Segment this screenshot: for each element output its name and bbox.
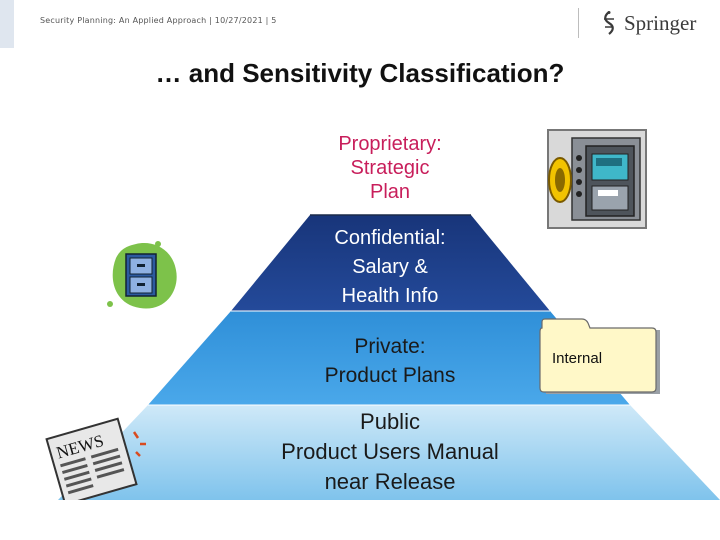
tier-private-label: Private: Product Plans — [270, 332, 510, 390]
tier-line: Product Plans — [270, 361, 510, 390]
tier-line: Public — [230, 407, 550, 437]
tier-line: Salary & — [290, 253, 490, 282]
newspaper-icon: NEWS — [40, 410, 156, 500]
tier-line: Confidential: — [290, 224, 490, 253]
folder-label: Internal — [552, 350, 602, 367]
tier-line: Product Users Manual — [230, 437, 550, 467]
tier-line: Strategic — [300, 156, 480, 180]
tier-confidential-label: Confidential: Salary & Health Info — [290, 224, 490, 311]
file-cabinet-icon — [106, 238, 182, 312]
tier-line: near Release — [230, 467, 550, 497]
safe-icon — [546, 128, 648, 230]
tier-line: Private: — [270, 332, 510, 361]
tier-line: Plan — [300, 180, 480, 204]
tier-public-label: Public Product Users Manual near Release — [230, 407, 550, 497]
tier-line: Health Info — [290, 282, 490, 311]
tier-line: Proprietary: — [300, 132, 480, 156]
tier-proprietary-label: Proprietary: Strategic Plan — [300, 132, 480, 204]
